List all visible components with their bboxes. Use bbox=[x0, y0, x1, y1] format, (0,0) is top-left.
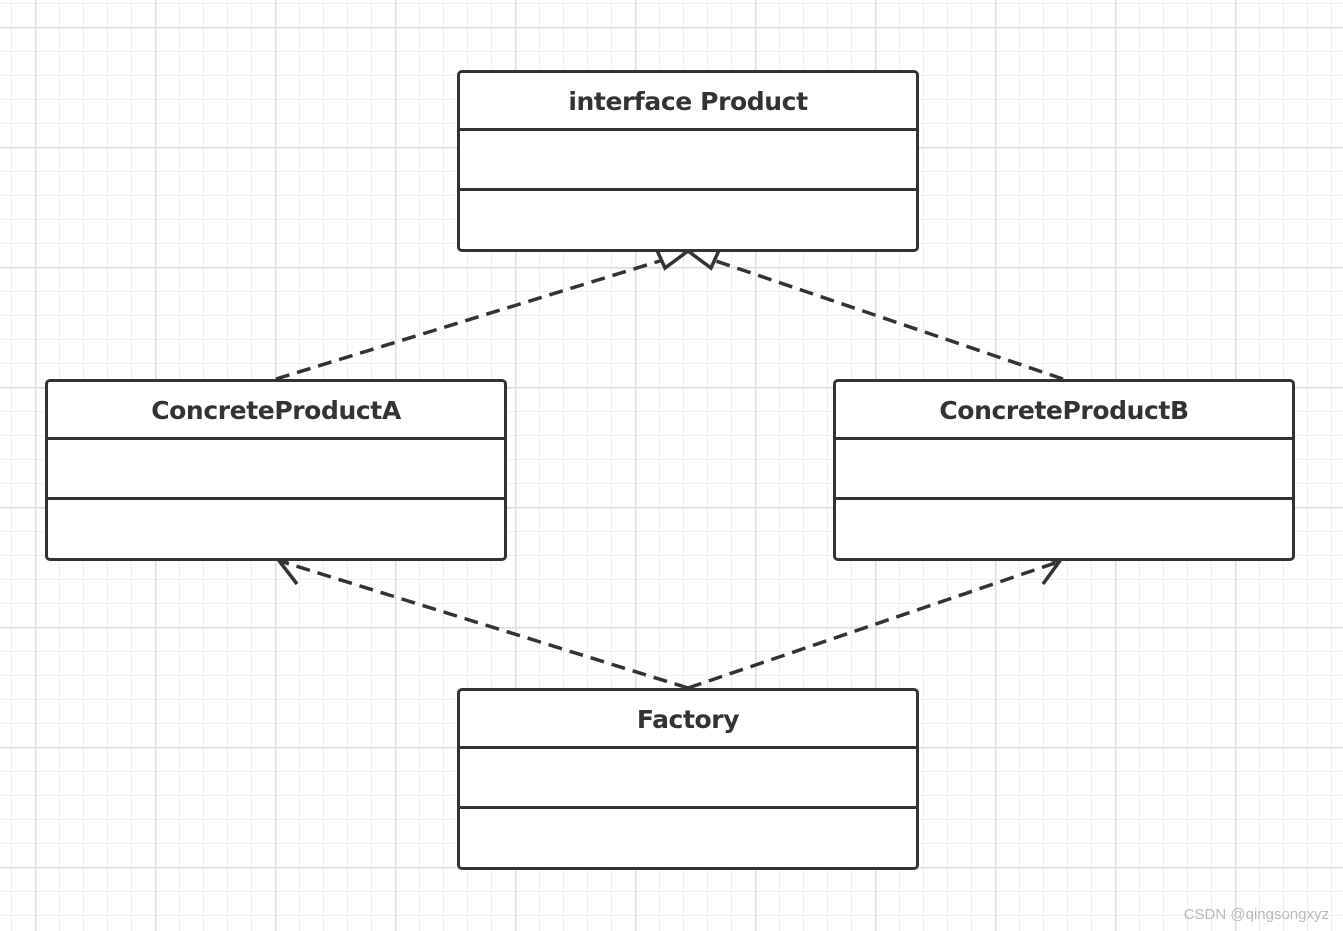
dependency-factory-to-a bbox=[282, 560, 689, 690]
class-name: ConcreteProductB bbox=[836, 382, 1292, 440]
operations-compartment bbox=[48, 500, 504, 558]
attributes-compartment bbox=[460, 131, 916, 191]
realization-a-to-product bbox=[275, 258, 664, 381]
class-name: interface Product bbox=[460, 73, 916, 131]
attributes-compartment bbox=[460, 749, 916, 809]
class-name: ConcreteProductA bbox=[48, 382, 504, 440]
attributes-compartment bbox=[836, 440, 1292, 500]
class-concrete-product-b[interactable]: ConcreteProductB bbox=[833, 379, 1295, 561]
class-factory[interactable]: Factory bbox=[457, 688, 919, 870]
attributes-compartment bbox=[48, 440, 504, 500]
class-concrete-product-a[interactable]: ConcreteProductA bbox=[45, 379, 507, 561]
watermark: CSDN @qingsongxyz bbox=[1183, 906, 1329, 923]
operations-compartment bbox=[836, 500, 1292, 558]
realization-b-to-product bbox=[712, 258, 1064, 381]
class-interface-product[interactable]: interface Product bbox=[457, 70, 919, 252]
operations-compartment bbox=[460, 809, 916, 867]
operations-compartment bbox=[460, 191, 916, 249]
class-name: Factory bbox=[460, 691, 916, 749]
dependency-factory-to-b bbox=[687, 560, 1059, 690]
